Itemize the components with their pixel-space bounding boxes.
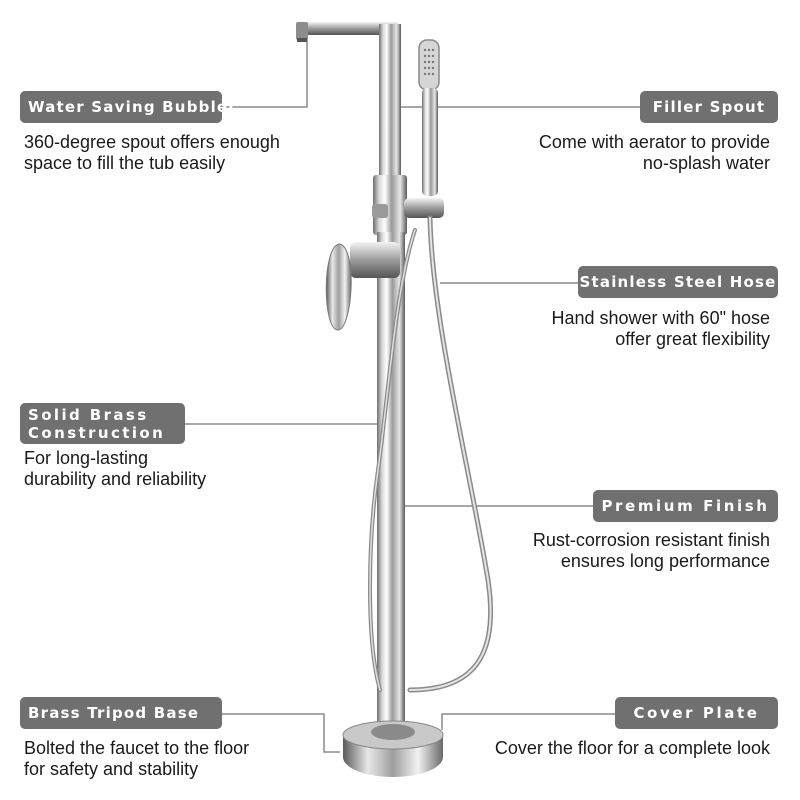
premium-finish-label: Premium Finish bbox=[593, 490, 778, 522]
solid-brass-label-line: Solid Brass bbox=[28, 405, 149, 424]
desc-line: For long-lasting bbox=[24, 448, 149, 468]
premium-finish-desc: Rust-corrosion resistant finish ensures … bbox=[533, 530, 770, 572]
brass-tripod-base-label: Brass Tripod Base bbox=[20, 697, 222, 729]
brass-tripod-base-desc: Bolted the faucet to the floor for safet… bbox=[24, 738, 249, 780]
desc-line: Come with aerator to provide bbox=[538, 132, 770, 152]
desc-line: ensures long performance bbox=[560, 551, 770, 571]
water-saving-bubbler-label-text: Water Saving Bubbler bbox=[28, 98, 237, 116]
water-saving-bubbler-desc: 360-degree spout offers enough space to … bbox=[24, 132, 280, 174]
stainless-steel-hose-desc: Hand shower with 60" hose offer great fl… bbox=[551, 308, 770, 350]
hand-shower bbox=[418, 39, 440, 196]
premium-finish-label-text: Premium Finish bbox=[601, 497, 770, 515]
tripod-base bbox=[342, 720, 444, 777]
filler-spout bbox=[296, 22, 401, 180]
desc-line: for safety and stability bbox=[24, 759, 199, 779]
cover-plate-label: Cover Plate bbox=[615, 697, 778, 729]
solid-brass-label-line: Construction bbox=[28, 423, 166, 442]
stainless-steel-hose bbox=[368, 215, 494, 693]
desc-line: 360-degree spout offers enough bbox=[24, 132, 280, 152]
stainless-steel-hose-label-text: Stainless Steel Hose bbox=[579, 273, 777, 291]
desc-line: Rust-corrosion resistant finish bbox=[532, 530, 770, 550]
filler-spout-label-text: Filler Spout bbox=[652, 98, 766, 116]
desc-line: Bolted the faucet to the floor bbox=[24, 738, 250, 758]
brass-tripod-base-label-text: Brass Tripod Base bbox=[28, 704, 200, 722]
cover-plate-desc: Cover the floor for a complete look bbox=[495, 738, 770, 759]
desc-line: durability and reliability bbox=[24, 469, 207, 489]
solid-brass-construction-label: Solid Brass Construction bbox=[20, 403, 185, 444]
desc-line: offer great flexibility bbox=[615, 329, 770, 349]
desc-line: space to fill the tub easily bbox=[24, 153, 226, 173]
desc-line: Hand shower with 60" hose bbox=[551, 308, 770, 328]
main-column bbox=[325, 175, 444, 730]
cover-plate-label-text: Cover Plate bbox=[633, 704, 760, 722]
filler-spout-desc: Come with aerator to provide no-splash w… bbox=[539, 132, 770, 174]
desc-line: no-splash water bbox=[642, 153, 770, 173]
desc-line: Cover the floor for a complete look bbox=[494, 738, 770, 758]
filler-spout-label: Filler Spout bbox=[640, 91, 778, 123]
solid-brass-construction-desc: For long-lasting durability and reliabil… bbox=[24, 448, 206, 490]
water-saving-bubbler-label: Water Saving Bubbler bbox=[20, 91, 236, 123]
stainless-steel-hose-label: Stainless Steel Hose bbox=[578, 266, 778, 298]
